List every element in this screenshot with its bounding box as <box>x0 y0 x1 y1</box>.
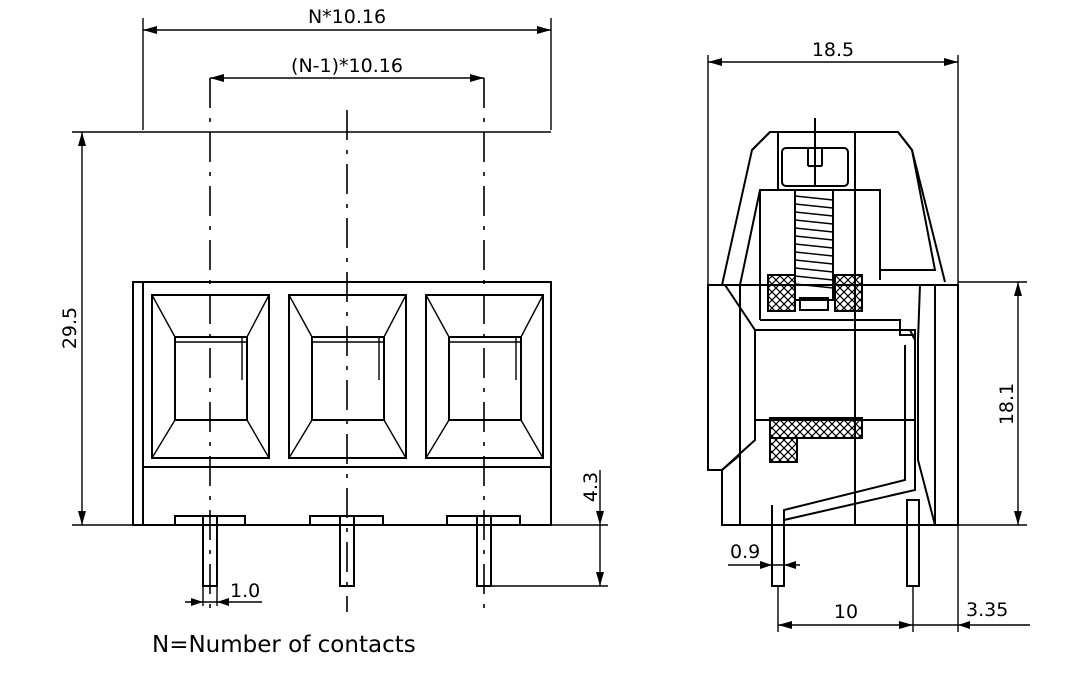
dim-pin-spacing: 10 <box>777 586 914 632</box>
front-pin-3 <box>476 515 492 587</box>
dim-side-width: 18.5 <box>707 39 959 285</box>
dim-height-label: 29.5 <box>59 307 81 349</box>
contact-window-2 <box>288 294 407 459</box>
clamp-block-lower <box>769 417 863 439</box>
dim-side-height-label: 18.1 <box>996 383 1018 425</box>
dim-side-width-label: 18.5 <box>812 39 854 61</box>
front-base-notches <box>133 515 551 526</box>
dim-pin-offset-label: 3.35 <box>966 599 1008 621</box>
side-view: 18.5 <box>707 39 1030 632</box>
dim-pin-length-label: 4.3 <box>580 472 602 502</box>
front-view: N*10.16 (N-1)*10.16 29.5 <box>59 6 608 658</box>
front-pin-1 <box>202 515 218 587</box>
front-body <box>132 281 552 526</box>
note-number-of-contacts: N=Number of contacts <box>152 632 416 658</box>
clamp-block-lower-2 <box>769 437 798 463</box>
dim-total-width: N*10.16 <box>142 6 552 130</box>
dim-pitch-span-label: (N-1)*10.16 <box>291 55 403 77</box>
front-pin-2 <box>339 515 355 587</box>
side-pin-left <box>771 345 906 587</box>
contact-window-1 <box>151 294 270 459</box>
dim-pin-offset: 3.35 <box>913 525 1030 632</box>
dim-total-width-label: N*10.16 <box>308 6 386 28</box>
dim-pin-width: 1.0 <box>185 580 262 606</box>
dim-pin-thickness-label: 0.9 <box>730 541 760 563</box>
dim-pin-width-label: 1.0 <box>230 580 260 602</box>
dim-pin-spacing-label: 10 <box>834 601 858 623</box>
dim-side-height: 18.1 <box>958 281 1027 526</box>
wire-entry <box>754 329 916 421</box>
dim-pin-length: 4.3 <box>491 470 608 587</box>
clamp-block-right <box>834 274 863 312</box>
dim-height: 29.5 <box>59 131 551 526</box>
clamp-block-left <box>767 274 796 312</box>
dim-pin-thickness: 0.9 <box>728 541 800 569</box>
side-pin-right <box>906 499 920 587</box>
contact-window-3 <box>425 294 544 459</box>
screw-thread <box>794 189 834 311</box>
dim-pitch-span: (N-1)*10.16 <box>210 55 484 82</box>
